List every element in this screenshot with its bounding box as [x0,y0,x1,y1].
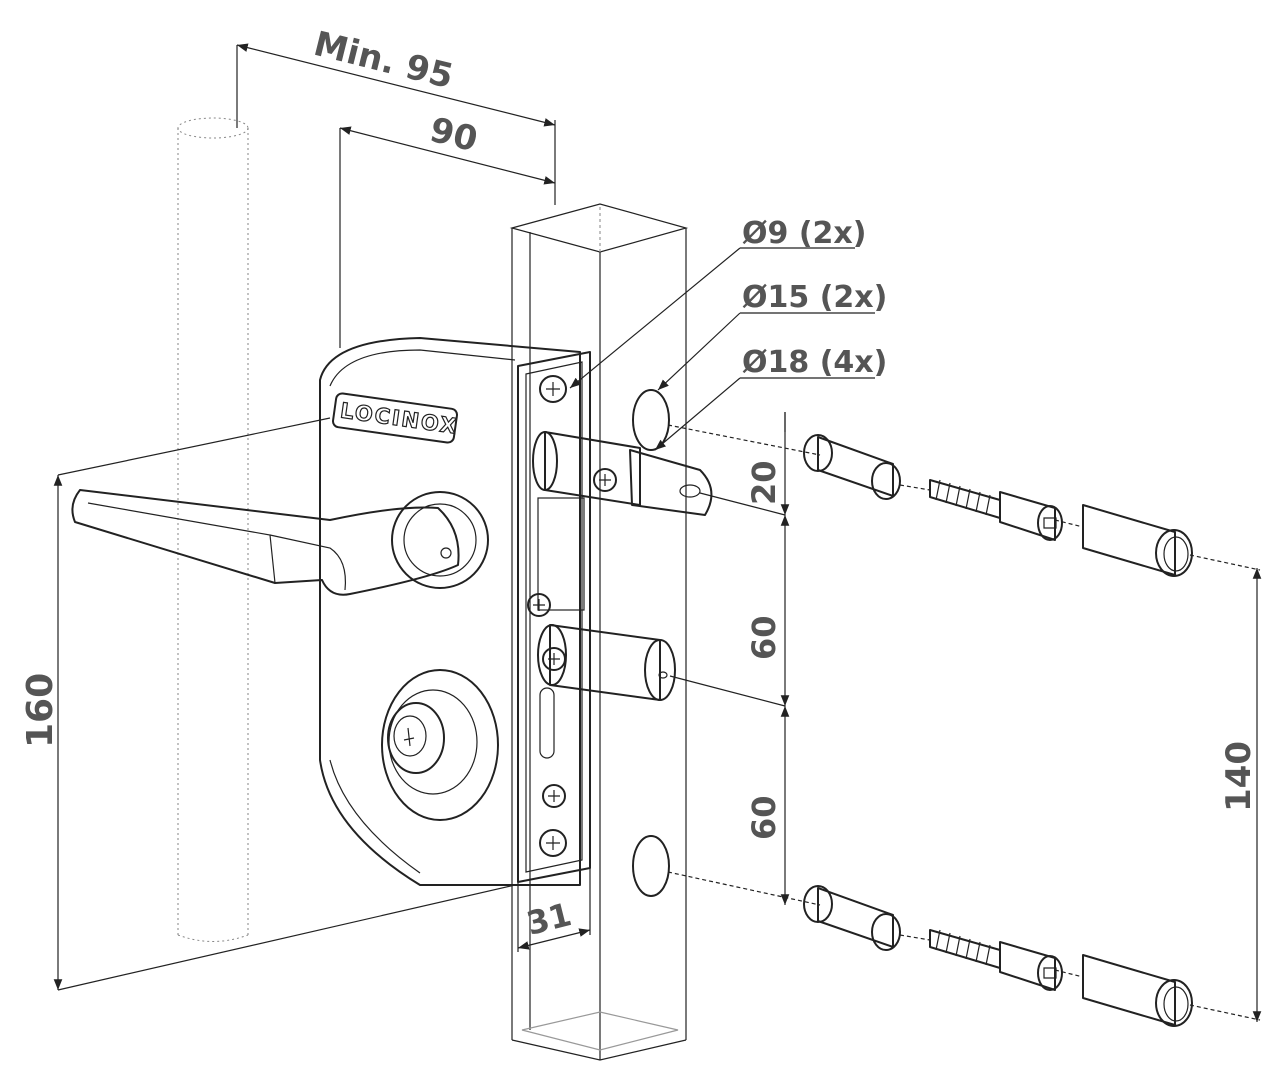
callout-hole-9: Ø9 (2x) [742,216,866,251]
sleeve-lower [803,885,901,951]
brand-logo-text: LOCINOX [339,398,460,438]
lever-handle [71,489,489,596]
callout-hole-15: Ø15 (2x) [742,280,887,315]
dim-60-upper: 60 [745,615,783,660]
plate-screw-low [542,784,566,808]
bolt-lower [929,929,1063,991]
lock-body [319,337,581,886]
dim-140: 140 [1219,741,1259,812]
dim-min-95: Min. 95 [310,24,457,97]
callout-leaders [570,247,875,450]
latch-bolt [532,431,713,516]
round-post [177,117,249,942]
square-post [509,203,689,1061]
axis-lines [667,424,1261,1021]
hole-upper [632,389,670,451]
plate-screw-bottom [539,829,567,857]
cap-upper [1082,504,1193,577]
brand-plate: LOCINOX [332,392,460,444]
dead-bolt [537,624,676,701]
key-cylinder [381,669,499,821]
cap-lower [1082,954,1193,1027]
bolt-upper [929,479,1063,541]
dim-20: 20 [745,460,783,505]
dim-60-lower: 60 [745,795,783,840]
callout-hole-18: Ø18 (4x) [742,345,887,380]
hole-lower [632,835,670,897]
sleeve-upper [803,434,901,500]
plate-screw-mid [527,593,551,617]
dim-160: 160 [20,673,61,748]
plate-screw-top [539,375,567,403]
dimension-lines [53,43,1262,1022]
